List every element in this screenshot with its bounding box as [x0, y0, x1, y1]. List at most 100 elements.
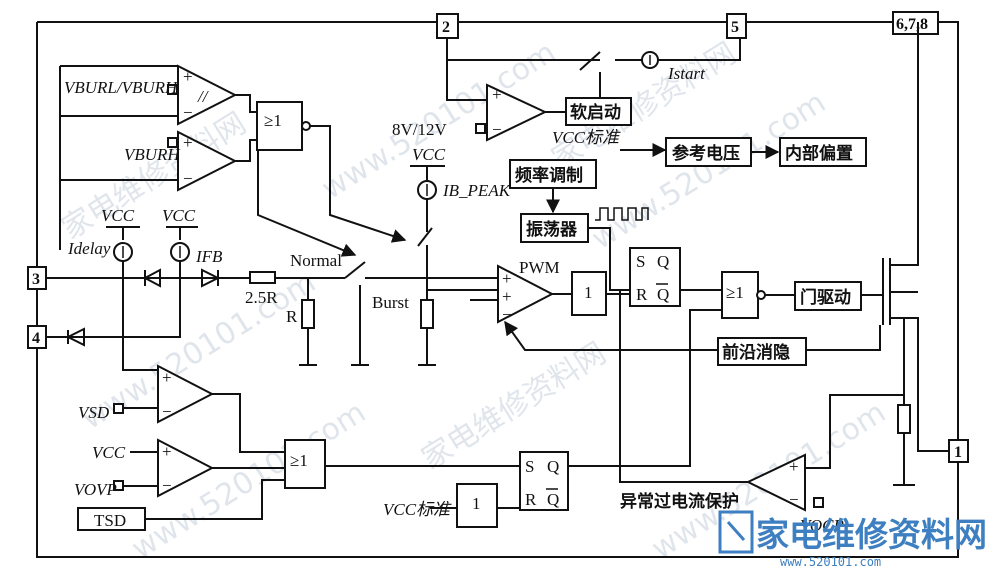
- svg-text:R: R: [636, 285, 648, 304]
- logo-text: 家电维修资料网: [756, 515, 987, 554]
- logo-url: www.520101.com: [780, 555, 881, 569]
- label-8v-12v: 8V/12V: [392, 120, 448, 139]
- svg-text:−: −: [162, 402, 172, 421]
- freq-mod-label: 频率调制: [515, 165, 583, 186]
- or-gate-protect-label: ≥1: [290, 451, 308, 470]
- pin2-to-comp-wire: [446, 60, 487, 101]
- leb-label: 前沿消隐: [722, 342, 790, 363]
- label-normal: Normal: [290, 251, 342, 270]
- svg-text:R: R: [525, 490, 537, 509]
- pin4-wire: [46, 278, 181, 338]
- label-vcc-std-bottom: VCC标准: [383, 500, 452, 519]
- pin-678-label: 6,7,8: [896, 16, 928, 33]
- flipflop-pwm: [629, 247, 681, 307]
- svg-text:−: −: [162, 476, 172, 495]
- sense-resistor: [897, 404, 911, 434]
- label-vburh: VBURH: [124, 145, 181, 164]
- label-vocp: VOCP: [800, 516, 844, 535]
- pin-3-label: 3: [32, 271, 40, 288]
- soft-start-wires: [545, 72, 601, 113]
- vcc-rail-peak: [410, 165, 445, 180]
- label-pwm: PWM: [519, 258, 560, 277]
- sd-wires: [123, 393, 285, 453]
- peak-resistor: [420, 299, 434, 329]
- label-istart: Istart: [667, 64, 706, 83]
- pin-1-label: 1: [954, 444, 962, 461]
- resistor-2-5r: [249, 271, 276, 284]
- or-gate-protect: [284, 439, 326, 489]
- vburl-input: [167, 84, 178, 95]
- svg-text:−: −: [183, 169, 193, 188]
- svg-text:S: S: [636, 252, 645, 271]
- comparator-ovp: + −: [157, 438, 215, 498]
- svg-text:Q: Q: [547, 490, 559, 509]
- ref-voltage-label: 参考电压: [672, 143, 740, 164]
- sense-ground: [893, 318, 915, 486]
- or-gate-burst-bubble: [301, 121, 311, 131]
- soft-start-label: 软启动: [570, 102, 621, 123]
- v8-12-input: [475, 123, 486, 134]
- pin-5-label: 5: [731, 19, 739, 36]
- comparator-soft-start: + −: [486, 83, 548, 142]
- leb-to-pwm-arrow: [504, 320, 718, 351]
- not-gate-pwm-label: 1: [584, 283, 593, 302]
- start-switch: [579, 51, 601, 71]
- chip-outline: [36, 21, 959, 558]
- svg-text:−: −: [183, 103, 193, 122]
- latch-to-or: [568, 309, 722, 467]
- oscillator-label: 振荡器: [526, 219, 578, 240]
- pin-4-label: 4: [32, 330, 40, 347]
- comparator-vburh: + −: [177, 130, 238, 192]
- flipflop-latch: [519, 451, 569, 511]
- abnormal-ocp-label: 异常过电流保护: [620, 491, 739, 512]
- label-vcc-peak: VCC: [412, 145, 446, 164]
- source-to-pin1: [917, 420, 949, 452]
- svg-text:+: +: [502, 287, 512, 306]
- vocp-input: [813, 497, 824, 508]
- pin3-bus: [46, 261, 260, 279]
- label-ib-peak: IB_PEAK: [442, 181, 512, 200]
- oscillator-block: [520, 213, 589, 243]
- svg-text:+: +: [162, 368, 172, 387]
- label-vsd: VSD: [78, 403, 110, 422]
- comparator-pwm: + + −: [497, 264, 555, 324]
- label-vcc-delay: VCC: [101, 206, 135, 225]
- svg-text:+: +: [492, 85, 502, 104]
- tsd-label: TSD: [94, 511, 126, 530]
- pin-5-box: [726, 13, 747, 39]
- label-idelay: Idelay: [67, 239, 111, 258]
- svg-text:−: −: [789, 490, 799, 509]
- label-vcc-fb: VCC: [162, 206, 196, 225]
- burst-ground: [351, 285, 369, 366]
- gate-drive-label: 门驱动: [800, 287, 851, 308]
- svg-text:−: −: [492, 120, 502, 139]
- ref-voltage-block: [665, 137, 752, 167]
- pin-2-label: 2: [442, 19, 450, 36]
- ocp-wires: [619, 290, 904, 483]
- vburh-input: [167, 137, 178, 148]
- label-2-5r: 2.5R: [245, 288, 278, 307]
- normal-burst-switch: [344, 261, 500, 279]
- svg-text:+: +: [183, 133, 193, 152]
- label-ifb: IFB: [195, 247, 223, 266]
- delay-to-sd: [122, 278, 158, 371]
- peak-switch: [417, 199, 433, 300]
- internal-bias-block: [779, 137, 867, 167]
- or-to-switch-wire: [310, 125, 407, 243]
- label-vcc-std-top: VCC标准: [552, 128, 621, 147]
- label-vburl-vburh: VBURL/VBURH: [64, 78, 179, 97]
- label-vovp: VOVP: [74, 480, 117, 499]
- leb-input-wire: [806, 325, 881, 351]
- label-vcc-ovp: VCC: [92, 443, 126, 462]
- power-mosfet: [861, 22, 919, 420]
- watermark-cn-3: 家电维修资料网: [416, 336, 613, 477]
- watermark-cn-1: 家电维修资料网: [56, 106, 253, 247]
- vsd-input: [113, 403, 124, 414]
- diode-2: [201, 268, 221, 288]
- resistor-r: [301, 299, 315, 329]
- site-logo: 家电维修资料网 www.520101.com: [718, 510, 987, 569]
- svg-text:+: +: [502, 269, 512, 288]
- diode-1: [142, 268, 161, 288]
